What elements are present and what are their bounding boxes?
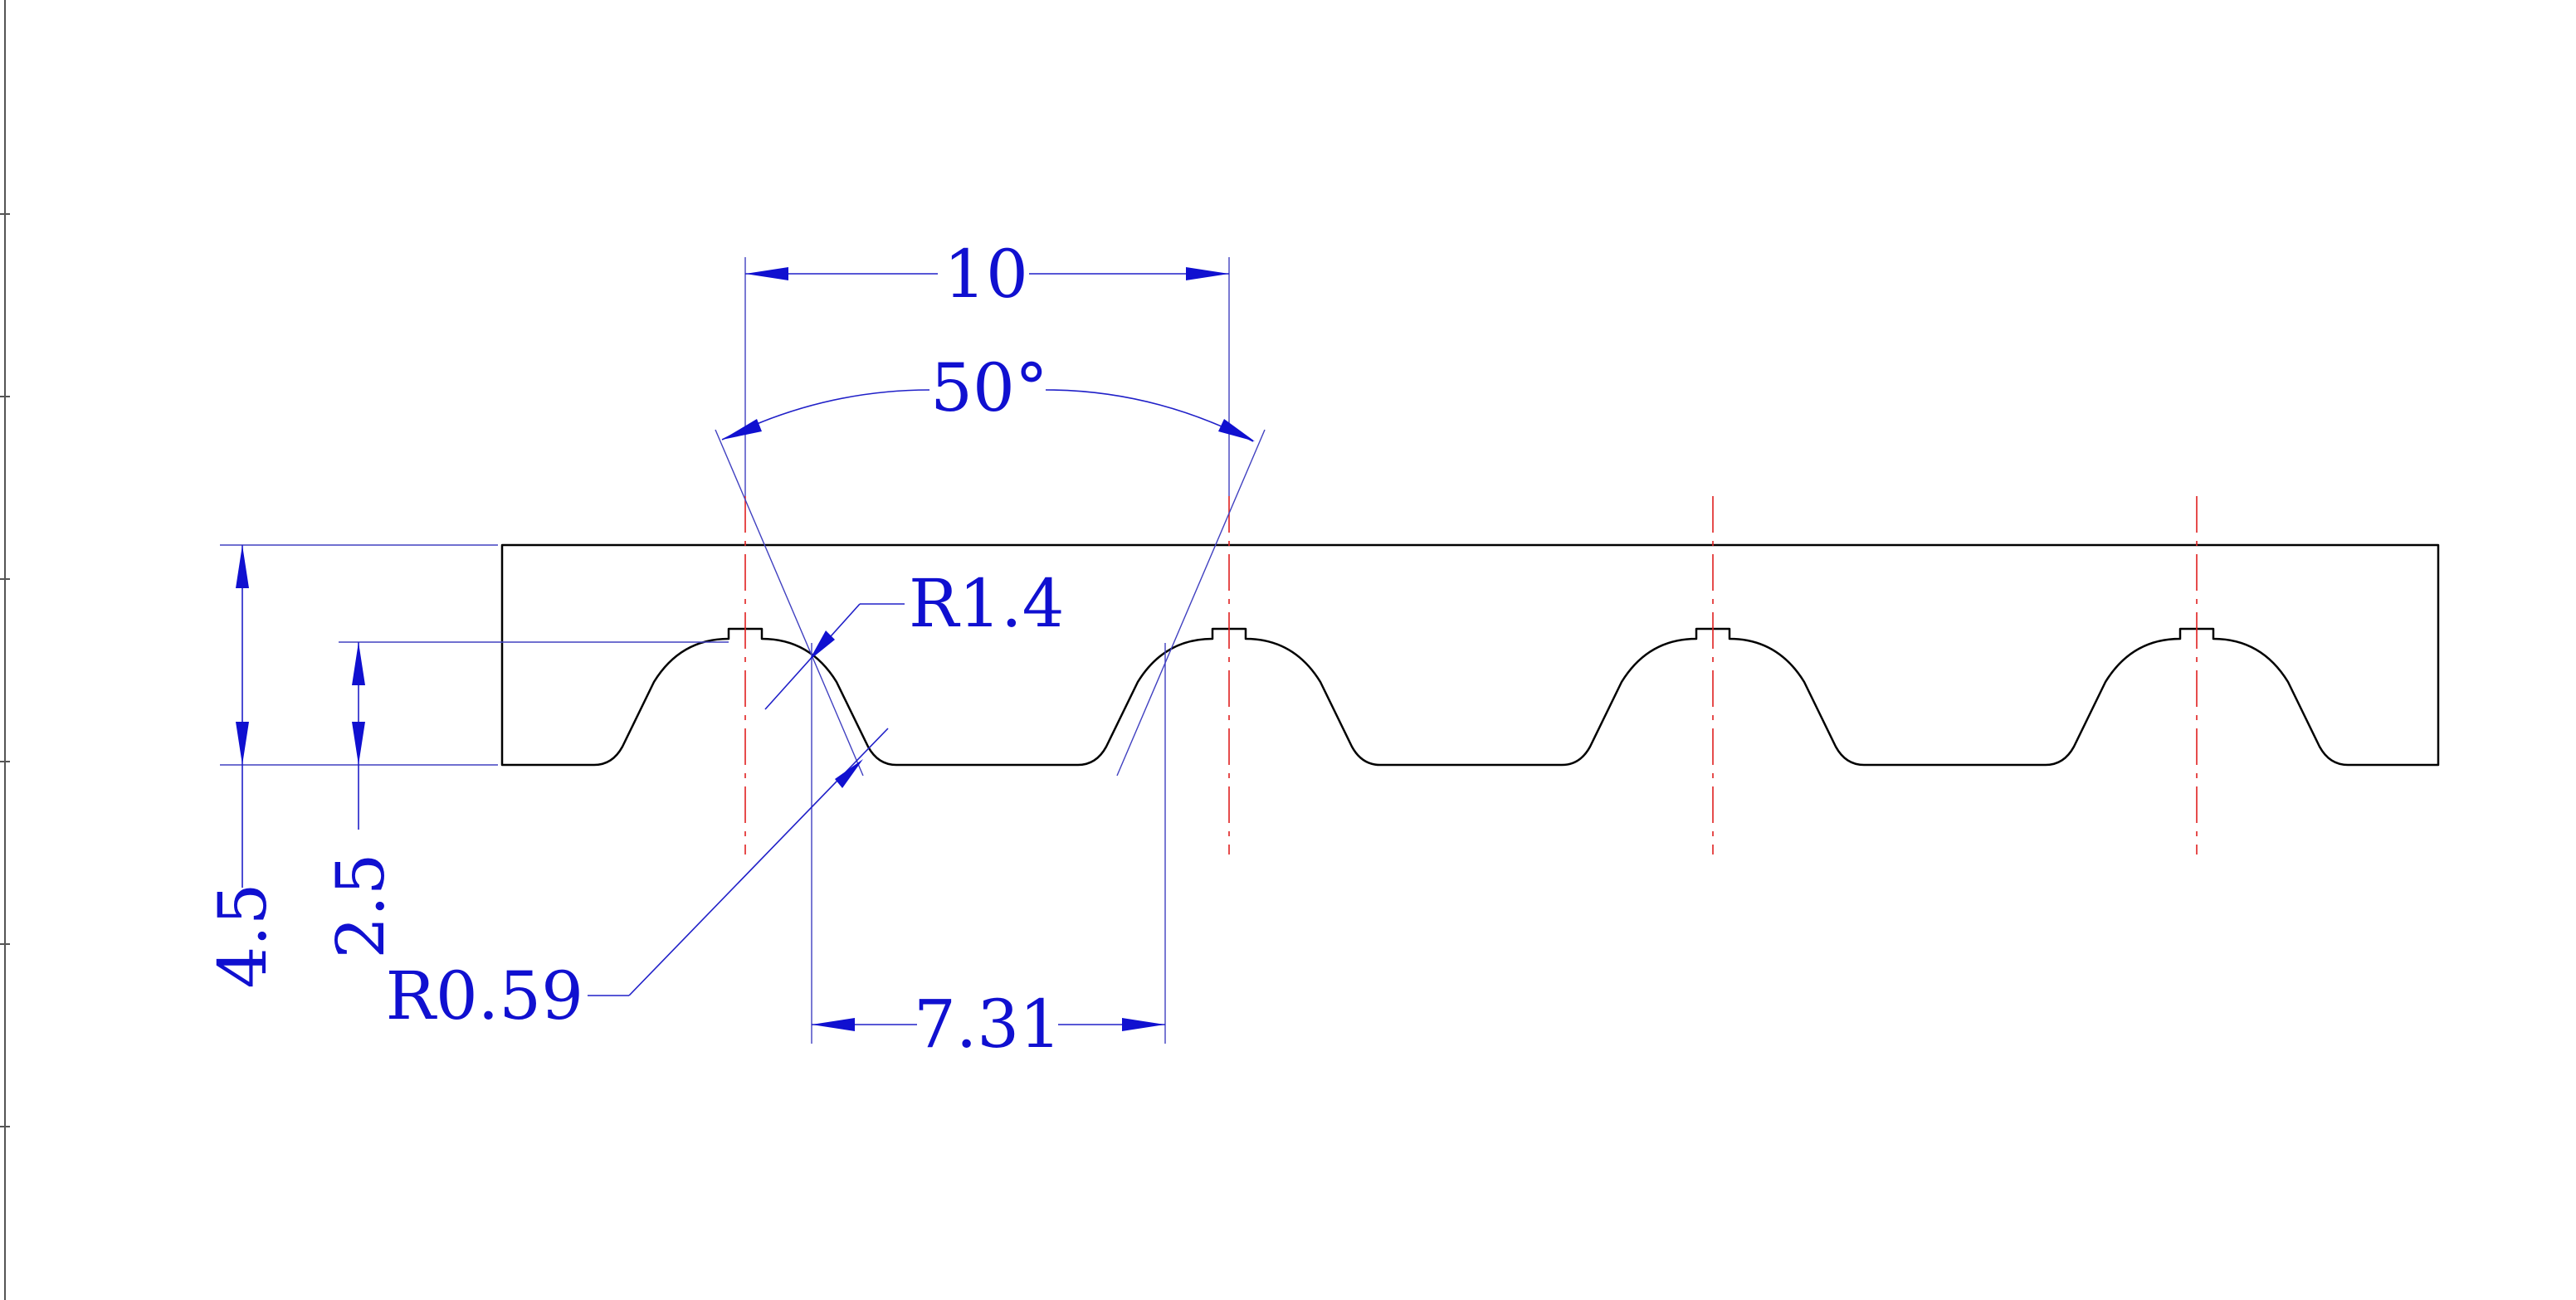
belt-profile [500,543,2440,767]
tooth-width-label: 7.31 [914,986,1061,1063]
root-radius-label: R0.59 [386,957,583,1035]
tooth-height-label: 2.5 [322,853,399,958]
total-height-dimension: 4.5 [204,544,498,989]
root-radius-leader: R0.59 [386,728,889,1035]
tooth-radius-leader: R1.4 [764,565,1064,710]
tooth-width-dimension: 7.31 [811,643,1166,1063]
tooth-radius-label: R1.4 [909,565,1064,642]
angle-label: 50° [930,349,1048,426]
tooth-centerlines [744,496,2198,854]
sheet-border [0,0,10,1300]
tooth-height-dimension: 2.5 [322,641,729,959]
total-height-label: 4.5 [204,883,281,988]
pitch-dimension: 10 [744,236,1230,496]
pitch-label: 10 [944,236,1028,313]
angle-dimension: 50° [715,349,1266,777]
